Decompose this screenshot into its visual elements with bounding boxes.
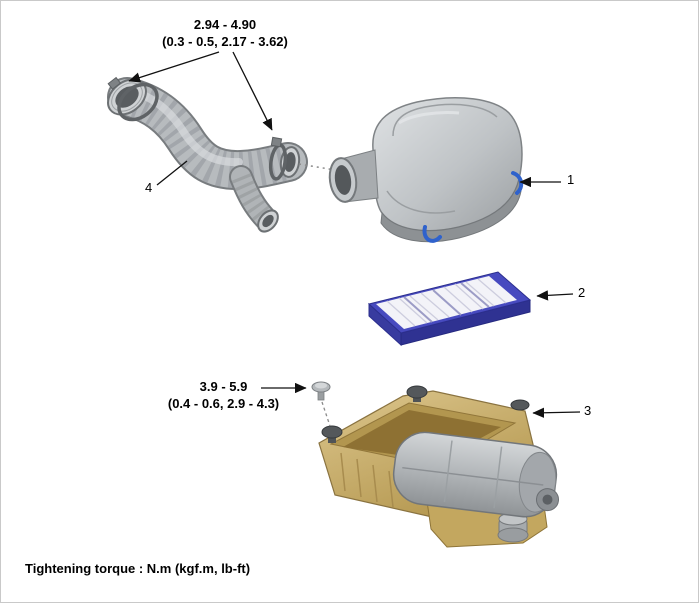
hose-clamp-upper (107, 76, 159, 122)
torque-value-nm: 2.94 - 4.90 (193, 17, 257, 32)
air-intake-hose (107, 76, 342, 233)
callout4-leader (156, 160, 188, 186)
callout2-leader (536, 290, 574, 301)
callout-4-intake-hose: 4 (145, 180, 153, 195)
callout-2-filter: 2 (578, 285, 586, 300)
tightening-torque-note: Tightening torque : N.m (kgf.m, lb-ft) (25, 561, 251, 576)
rubber-mounts (321, 385, 530, 443)
mounting-bolt (311, 381, 331, 427)
cover-inlet-snout (328, 149, 379, 203)
callout-1-upper-cover: 1 (567, 172, 575, 187)
torque-value-alt: (0.3 - 0.5, 2.17 - 3.62) (162, 34, 288, 49)
bolt-dotted-line (321, 401, 331, 427)
body-foot (497, 512, 529, 543)
air-cleaner-filter (367, 271, 532, 347)
air-cleaner-upper-cover (328, 97, 524, 243)
callout-3-lower-body: 3 (584, 403, 592, 418)
cover-clip-front (422, 225, 442, 243)
torque1-arrow-left (128, 51, 220, 83)
filter-pleats (386, 278, 507, 327)
torque1-arrow-right (232, 51, 273, 131)
torque-spec-hose-clamps: 2.94 - 4.90 (0.3 - 0.5, 2.17 - 3.62) (119, 16, 331, 50)
torque-value-nm: 3.9 - 5.9 (199, 379, 248, 394)
air-cleaner-lower-body (318, 385, 559, 548)
torque-spec-mounting-bolt: 3.9 - 5.9 (0.4 - 0.6, 2.9 - 4.3) (121, 378, 326, 412)
hose-branch-outlet (257, 209, 279, 233)
leader-lines (128, 51, 581, 418)
assembly-dotted-line (298, 163, 342, 172)
resonator-chamber (392, 431, 559, 518)
callout3-leader (532, 407, 581, 418)
filter-section-dividers (403, 282, 490, 323)
body-ribs (340, 452, 394, 508)
torque-value-alt: (0.4 - 0.6, 2.9 - 4.3) (167, 396, 280, 411)
hose-clamp-lower (268, 136, 288, 181)
